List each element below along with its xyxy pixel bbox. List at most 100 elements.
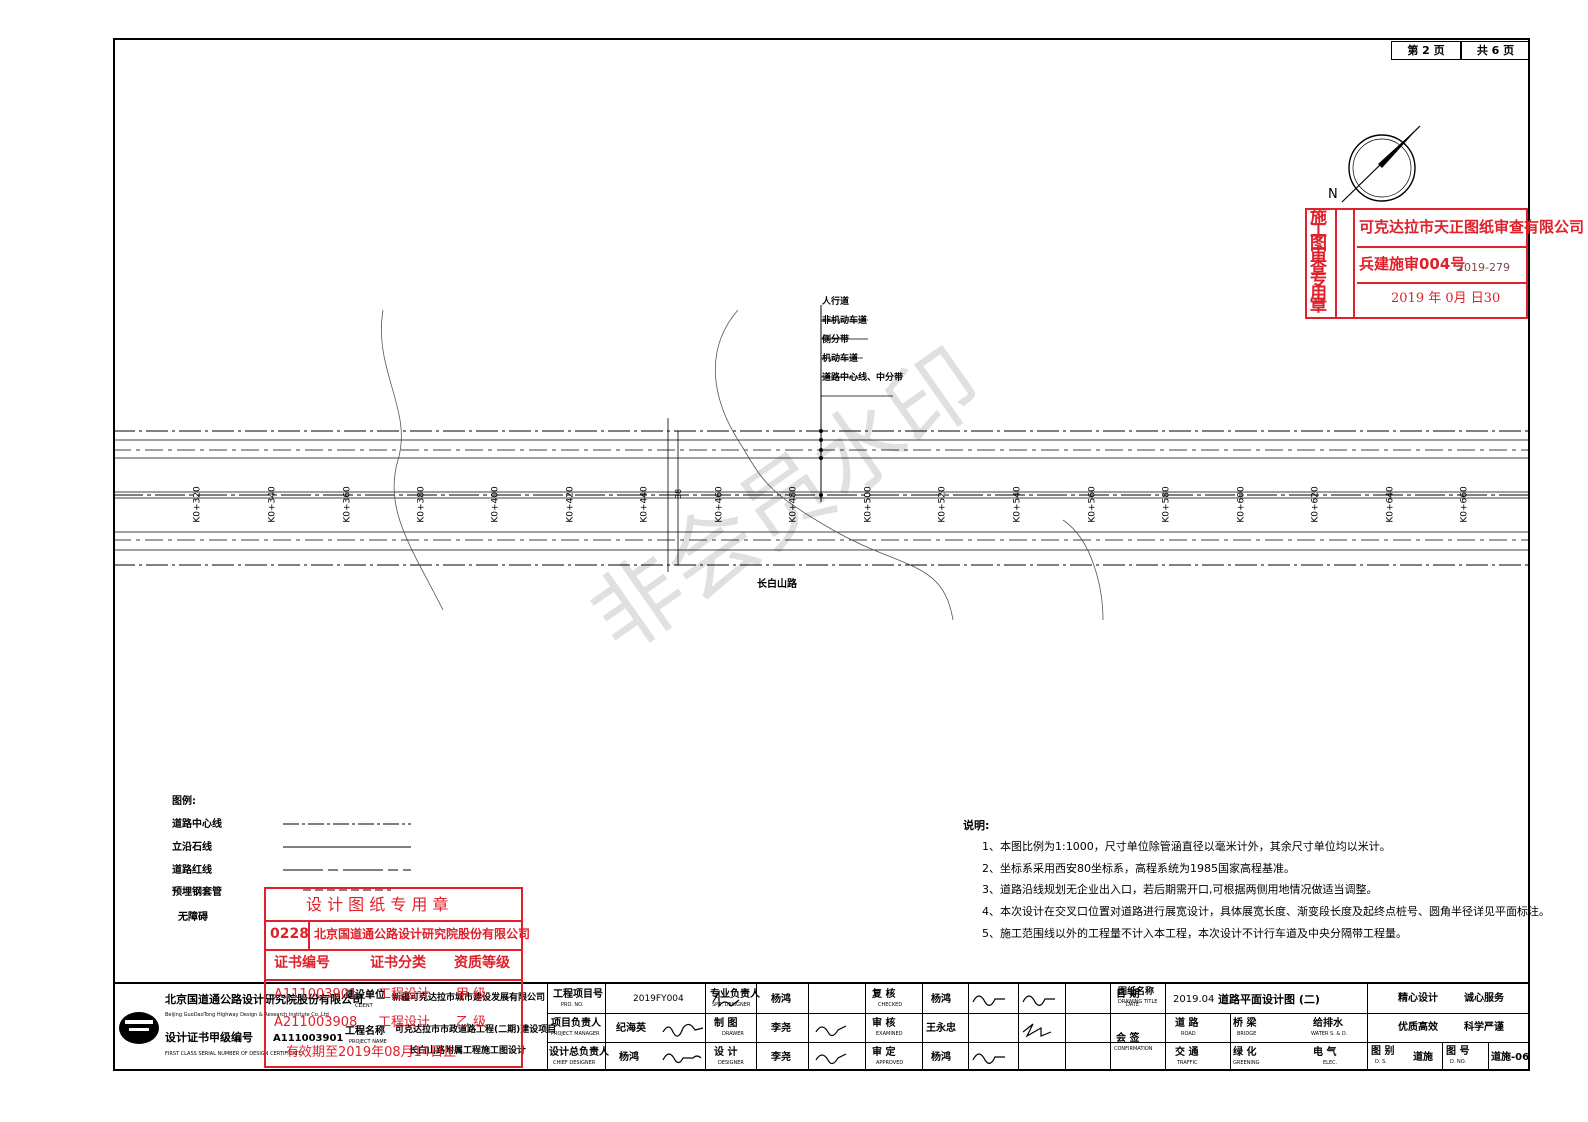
checked-label: 复 核 [872, 989, 896, 1000]
designer-name: 李尧 [771, 1052, 791, 1063]
date-value: 2019.04 [1173, 994, 1215, 1005]
station-label: K0+380 [416, 486, 427, 523]
north-arrow-icon: N [1328, 125, 1421, 203]
design-stamp-institute: 北京国道通公路设计研究院股份有限公司 [314, 927, 531, 941]
ds-label-en: D. S. [1375, 1059, 1387, 1065]
drawer-label: 制 图 [714, 1018, 738, 1029]
traffic-label-en: TRAFFIC [1177, 1060, 1198, 1066]
slogan: 科学严谨 [1464, 1022, 1504, 1033]
note-item: 2、坐标系采用西安80坐标系，高程系统为1985国家高程基准。 [982, 862, 1295, 875]
green-label-en: GREENING [1233, 1060, 1260, 1066]
cert-label-en: FIRST CLASS SERIAL NUMBER OF DESIGN CERT… [165, 1051, 302, 1057]
design-stamp-cert: 乙 级 [456, 1015, 487, 1030]
design-stamp-validity: 有效期至2019年08月14日止 [286, 1045, 457, 1060]
svg-text:N: N [1328, 187, 1338, 202]
road-label-en: ROAD [1181, 1031, 1196, 1037]
confirm-label: 会 签 [1116, 1033, 1140, 1044]
legend-symbols [283, 823, 411, 891]
title-block: 北京国道通公路设计研究院股份有限公司 Beijing GuoDaoTong Hi… [113, 982, 1530, 1071]
station-label: K0+420 [565, 486, 576, 523]
notes-title: 说明: [963, 819, 990, 832]
note-item: 4、本次设计在交叉口位置对道路进行展宽设计，具体展宽长度、渐变段长度及起终点桩号… [982, 905, 1550, 918]
approved-name: 杨鸿 [931, 1052, 951, 1063]
callout-side-divider: 侧分带 [822, 335, 850, 345]
proj-no-label-en: PRO. NO. [561, 1002, 584, 1008]
note-item: 1、本图比例为1:1000，尺寸单位除管涵直径以毫米计外，其余尺寸单位均以米计。 [982, 840, 1391, 853]
legend-title: 图例: [172, 796, 196, 807]
proj-no: 2019FY004 [633, 994, 684, 1004]
checked-name: 杨鸿 [931, 994, 951, 1005]
cert-number: A111003901 [273, 1033, 344, 1044]
review-stamp: 施工图审查专用章 可克达拉市天正图纸审查有限公司 兵建施审004号 2019-2… [1305, 208, 1584, 319]
approved-label: 审 定 [872, 1047, 896, 1058]
elec-label: 电 气 [1313, 1047, 1337, 1058]
station-label: K0+640 [1385, 486, 1396, 523]
station-label: K0+580 [1161, 486, 1172, 523]
legend-item: 预埋钢套管 [172, 887, 222, 898]
callout-motor-lane: 机动车道 [822, 354, 859, 364]
client-value: 新疆可克达拉市城市建设发展有限公司 [392, 993, 546, 1003]
pm-label-en: PROJECT MANAGER [551, 1031, 600, 1037]
examined-label-en: EXAMINED [876, 1031, 903, 1037]
designer-label-en: DESIGNER [718, 1060, 744, 1066]
design-stamp-header: 资质等级 [454, 955, 510, 971]
drawing-title-label: 图纸名称 [1118, 987, 1155, 997]
bridge-label: 桥 梁 [1233, 1018, 1257, 1029]
chief-label-en: CHIEF DESIGNER [553, 1060, 596, 1066]
chief-name: 杨鸿 [619, 1052, 639, 1063]
design-stamp: 设 计 图 纸 专 用 章 0228 北京国道通公路设计研究院股份有限公司 证书… [264, 887, 530, 1068]
client-label: 建设单位 [345, 990, 385, 1001]
green-label: 绿 化 [1233, 1047, 1257, 1058]
road-name: 长白山路 [757, 579, 797, 590]
review-stamp-side-text: 施工图审查专用章 [1310, 208, 1327, 317]
designer-label: 设 计 [714, 1047, 738, 1058]
date-label: 日 期 [1116, 989, 1140, 1000]
traffic-label: 交 通 [1175, 1047, 1199, 1058]
station-label: K0+620 [1310, 486, 1321, 523]
page-total: 共 6 页 [1461, 41, 1530, 60]
drawer-name: 李尧 [771, 1023, 791, 1034]
drawer-label-en: DRAWER [722, 1031, 744, 1037]
design-stamp-title: 设 计 图 纸 专 用 章 [306, 895, 449, 914]
signature-marks [662, 989, 1055, 1065]
legend-item: 道路红线 [172, 865, 212, 876]
review-stamp-date: 2019 年 0月 日30 [1391, 291, 1501, 306]
page-current: 第 2 页 [1391, 41, 1461, 60]
station-label: K0+320 [192, 486, 203, 523]
client-label-en: CLIENT [355, 1003, 373, 1009]
design-stamp-cert: 工程设计 [378, 1015, 431, 1030]
station-label: K0+400 [490, 486, 501, 523]
dno-value: 道施-06 [1491, 1052, 1530, 1063]
water-label: 给排水 [1313, 1018, 1343, 1029]
ds-value: 道施 [1413, 1052, 1433, 1063]
drawing-title-label-en: DRAWING TITLE [1118, 999, 1158, 1005]
review-stamp-number: 兵建施审004号 [1359, 255, 1466, 273]
design-stamp-header: 证书分类 [370, 955, 426, 971]
design-stamp-cert: A211003908 [274, 1015, 358, 1030]
examined-name: 王永忠 [926, 1023, 956, 1034]
ds-label: 图 别 [1371, 1046, 1395, 1057]
spe-name: 杨鸿 [771, 994, 791, 1005]
station-label: K0+600 [1236, 486, 1247, 523]
spe-label: 专业负责人 [710, 989, 760, 1000]
project-sub: 长白山路附属工程施工图设计 [409, 1046, 527, 1056]
callout-centerline: 道路中心线、中分带 [822, 373, 904, 383]
slogan: 优质高效 [1398, 1022, 1438, 1033]
project-name: 可克达拉市市政道路工程(二期)建设项目 [395, 1025, 557, 1035]
bridge-label-en: BRIDGE [1237, 1031, 1257, 1037]
pm-label: 项目负责人 [551, 1018, 601, 1029]
station-label: K0+560 [1087, 486, 1098, 523]
station-label: K0+660 [1459, 486, 1470, 523]
design-stamp-cert: 工程设计 [378, 987, 431, 1002]
design-stamp-cert: A111003901 [274, 987, 358, 1002]
slogan: 精心设计 [1398, 993, 1438, 1004]
station-label: K0+540 [1012, 486, 1023, 523]
proj-no-label: 工程项目号 [553, 989, 603, 1000]
road-plan [113, 305, 1530, 620]
dno-label: 图 号 [1446, 1046, 1470, 1057]
chief-label: 设计总负责人 [549, 1047, 609, 1058]
company-logo-icon [119, 1012, 159, 1044]
station-label: K0+340 [267, 486, 278, 523]
station-label: K0+360 [342, 486, 353, 523]
pm-name: 纪海英 [616, 1023, 646, 1034]
